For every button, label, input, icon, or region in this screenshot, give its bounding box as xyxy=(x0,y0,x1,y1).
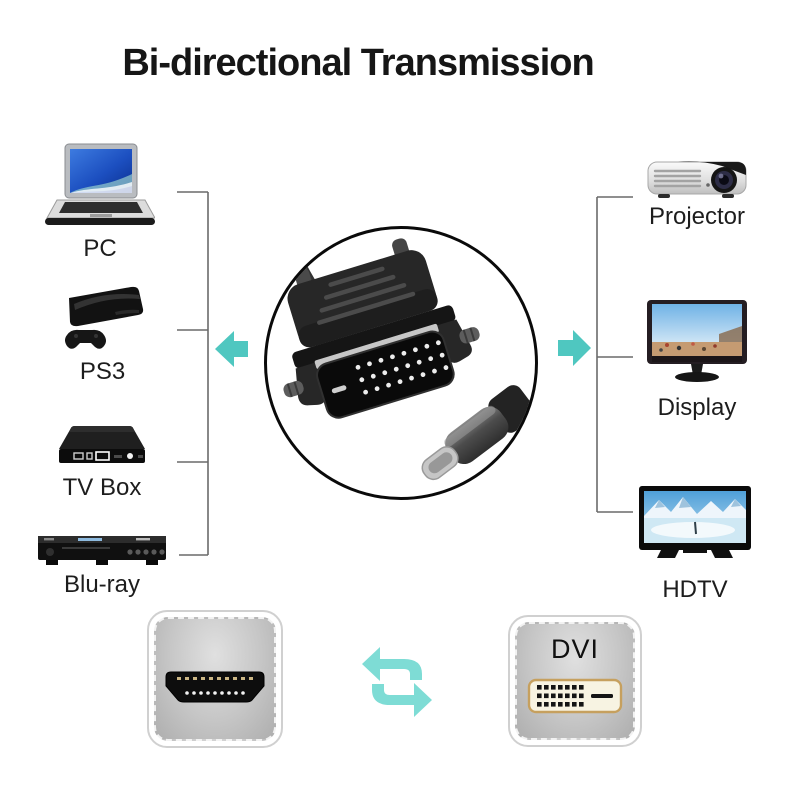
output-label-display: Display xyxy=(657,394,737,421)
source-item-pc: PC xyxy=(40,142,160,263)
arrow-left-icon xyxy=(215,331,248,367)
monitor-icon xyxy=(647,300,747,382)
arrow-right-icon xyxy=(558,330,591,366)
left-bracket xyxy=(177,191,209,556)
swap-arrows-icon xyxy=(362,647,432,717)
output-item-display: Display xyxy=(641,298,753,422)
swap-arrows xyxy=(352,634,444,727)
usb-c-plug-icon xyxy=(421,385,535,481)
source-label-blu-ray: Blu-ray xyxy=(63,571,141,598)
tv-box-icon xyxy=(59,426,145,463)
source-item-ps3: PS3 xyxy=(50,282,155,386)
blu-ray-player-icon xyxy=(38,536,166,565)
page-title: Bi-directional Transmission xyxy=(122,42,594,84)
usb-c-to-dvi-adapter-icon xyxy=(273,229,535,481)
output-item-hdtv: HDTV xyxy=(635,484,755,604)
source-label-tv-box: TV Box xyxy=(62,474,142,501)
output-label-projector: Projector xyxy=(648,203,746,230)
dvi-port-icon xyxy=(527,678,623,714)
dvi-label: DVI xyxy=(550,634,599,664)
source-item-blu-ray: Blu-ray xyxy=(36,530,168,599)
output-label-hdtv: HDTV xyxy=(662,576,728,603)
source-label-ps3: PS3 xyxy=(79,358,126,385)
connector-box-dvi-inner: DVI xyxy=(515,622,635,740)
output-item-projector: Projector xyxy=(641,154,753,231)
source-label-pc: PC xyxy=(83,235,117,262)
hdmi-plug-icon xyxy=(165,671,265,703)
connector-box-hdmi-inner xyxy=(154,617,276,741)
adapter-photo-circle xyxy=(264,226,538,500)
right-bracket xyxy=(596,196,633,513)
connector-box-hdmi xyxy=(147,610,283,748)
game-console-icon xyxy=(65,286,144,349)
projector-icon xyxy=(647,161,747,198)
laptop-icon xyxy=(45,143,155,225)
source-item-tv-box: TV Box xyxy=(52,418,152,502)
connector-box-dvi: DVI xyxy=(508,615,642,747)
hdtv-icon xyxy=(639,486,751,558)
